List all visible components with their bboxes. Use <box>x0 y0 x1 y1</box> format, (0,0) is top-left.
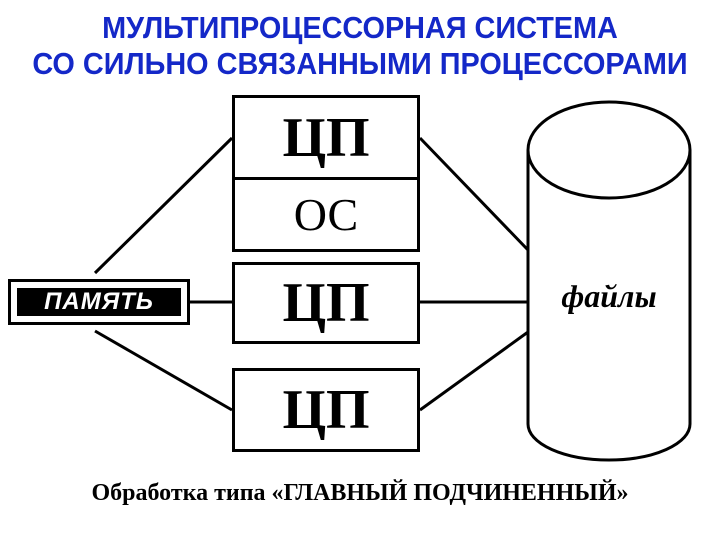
os-label: ОС <box>293 188 359 240</box>
link-cpu1-files <box>418 136 530 252</box>
memory-node: ПАМЯТЬ <box>8 279 190 325</box>
cpu-node-1: ЦП <box>232 95 420 180</box>
files-label: файлы <box>561 278 657 314</box>
memory-label: ПАМЯТЬ <box>44 288 154 315</box>
os-node: ОС <box>232 177 420 252</box>
cpu-label-3: ЦП <box>282 379 370 441</box>
cpu-label-1: ЦП <box>282 106 370 169</box>
cpu-label-2: ЦП <box>282 272 370 334</box>
files-cylinder <box>526 100 692 462</box>
title-line-2: СО СИЛЬНО СВЯЗАННЫМИ ПРОЦЕССОРАМИ <box>32 46 688 81</box>
memory-label-plate: ПАМЯТЬ <box>17 288 181 316</box>
cpu-node-2: ЦП <box>232 262 420 344</box>
title-line-1: МУЛЬТИПРОЦЕССОРНАЯ СИСТЕМА <box>102 10 618 45</box>
link-cpu3-files <box>419 330 529 412</box>
link-memory-cpu3 <box>94 329 233 412</box>
link-memory-cpu1 <box>93 136 234 275</box>
caption: Обработка типа «ГЛАВНЫЙ ПОДЧИНЕННЫЙ» <box>91 480 629 506</box>
cpu-node-3: ЦП <box>232 368 420 452</box>
